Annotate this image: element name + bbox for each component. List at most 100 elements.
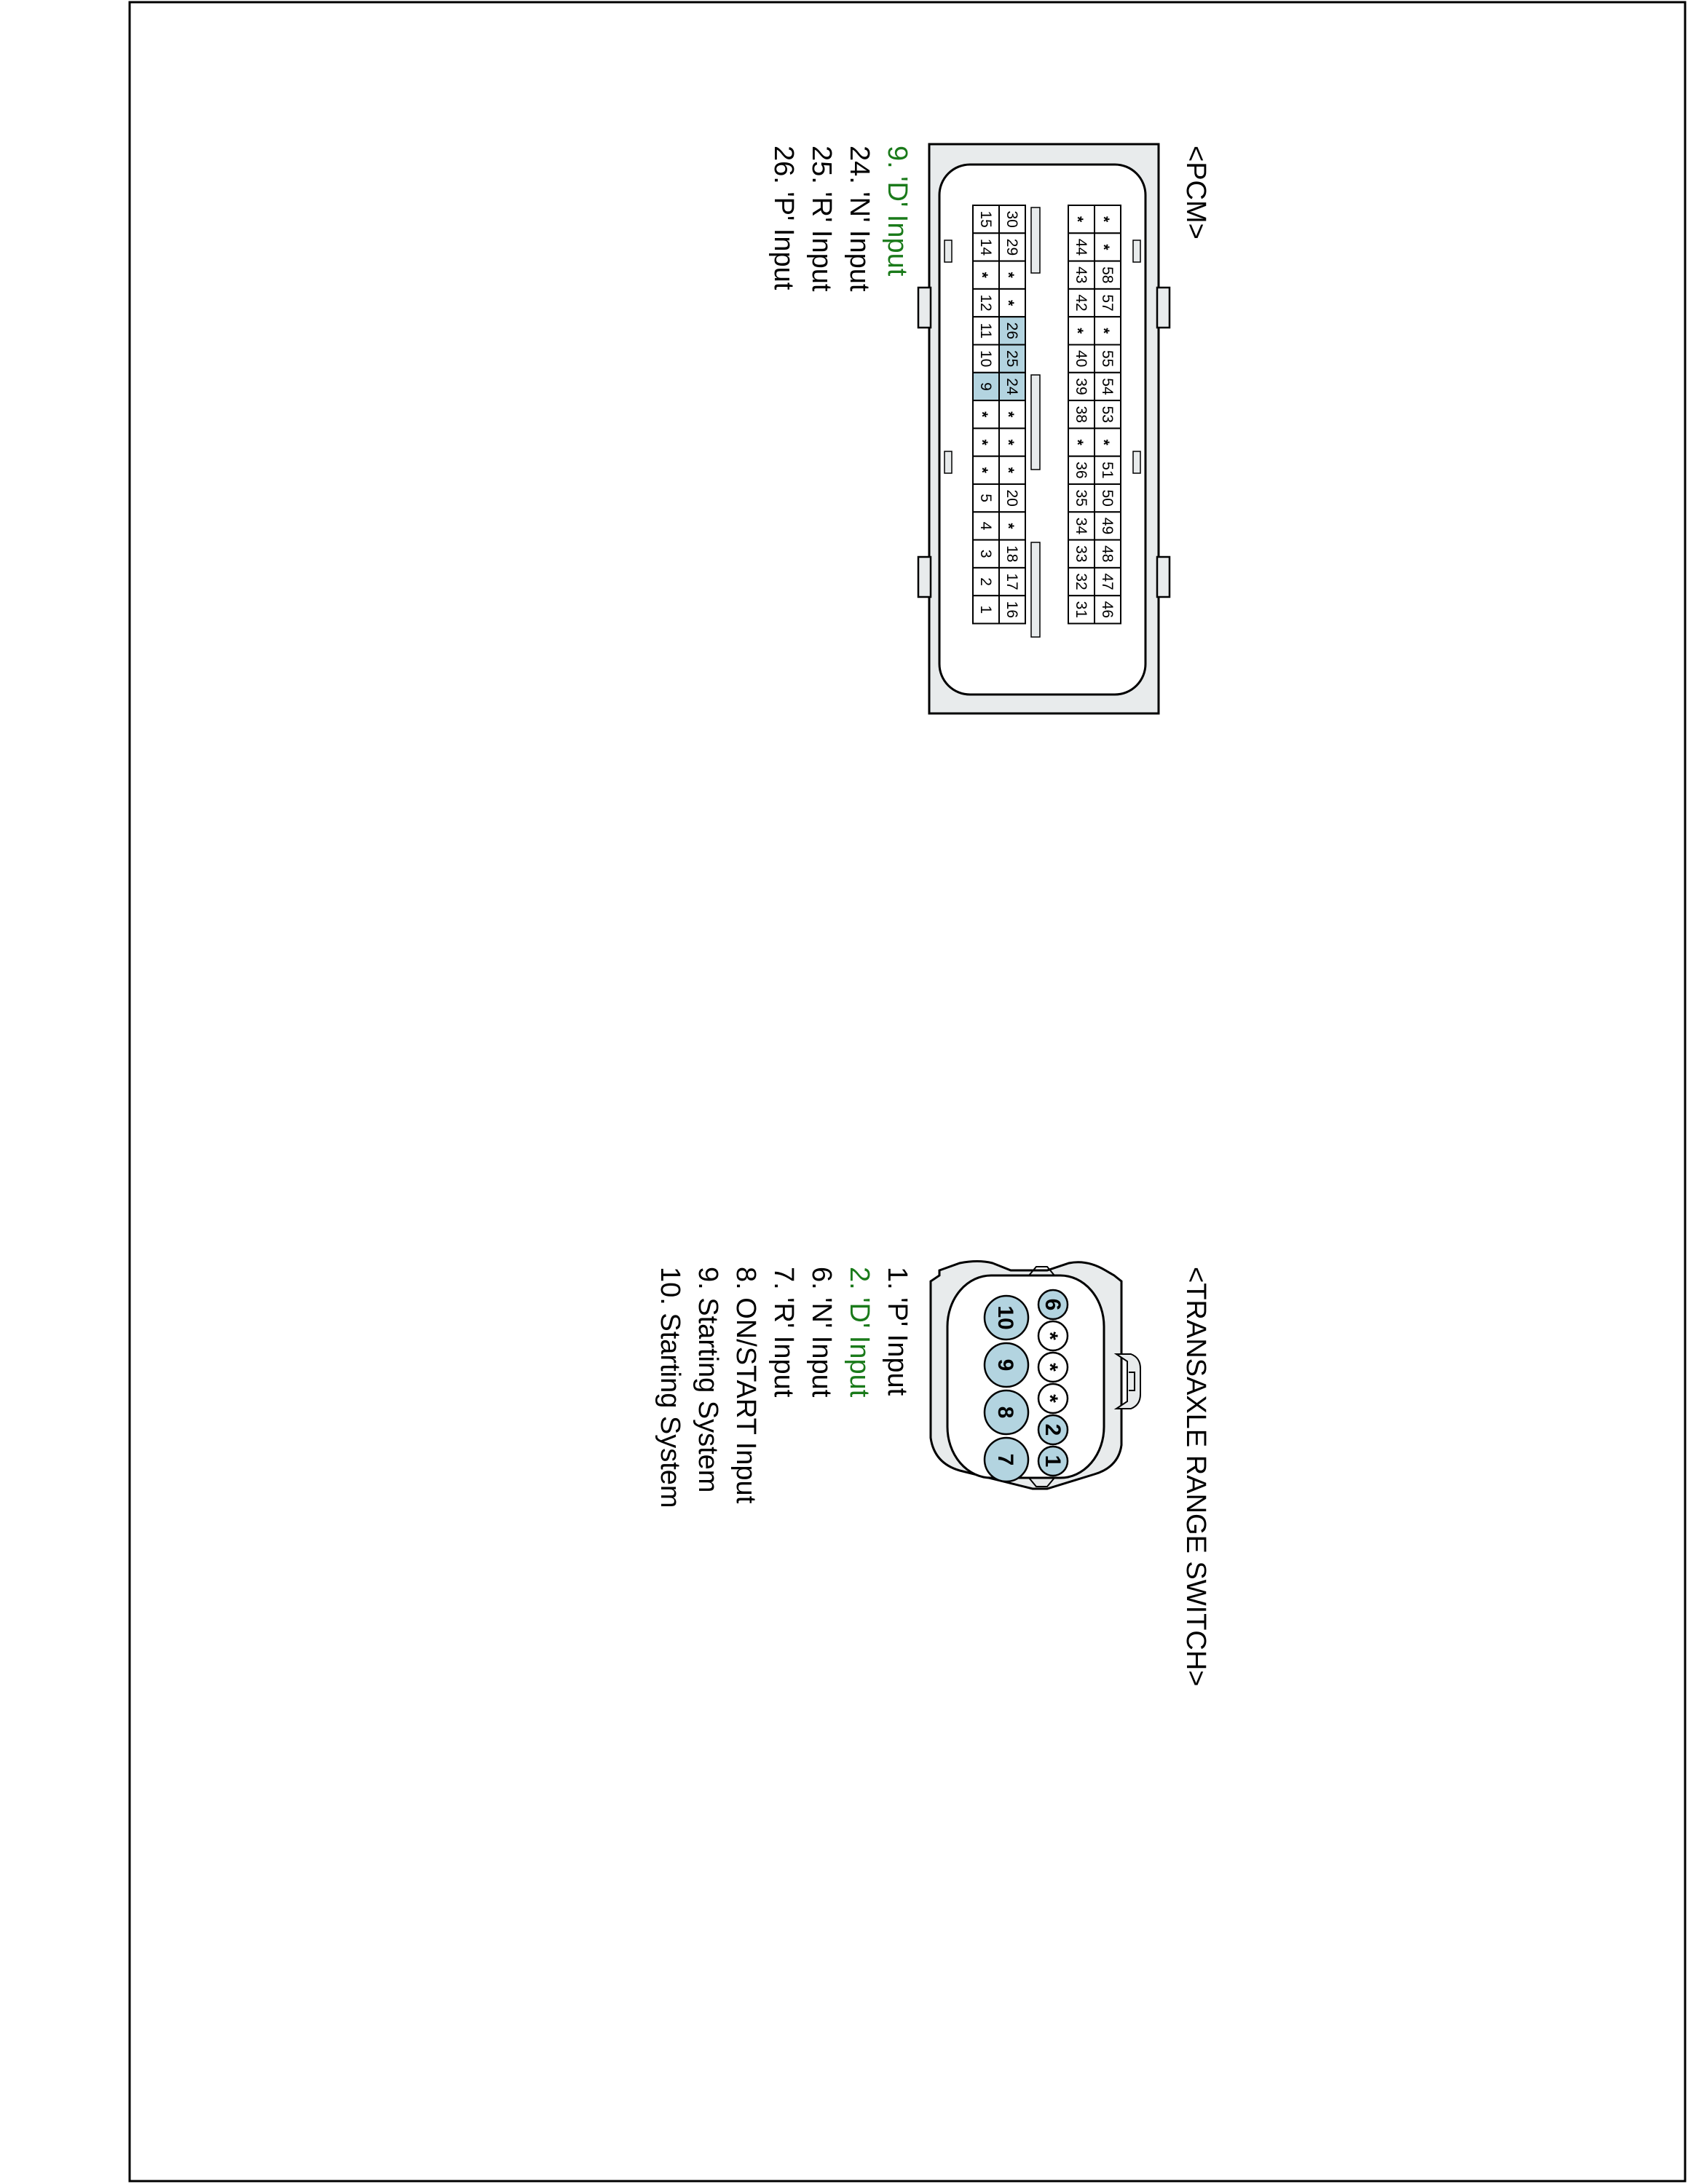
pcm-pin-label: 47 [1099, 573, 1116, 590]
pcm-pin-label: * [1000, 272, 1017, 279]
pcm-pin-label: 29 [1003, 239, 1020, 256]
pcm-pin-cell [1068, 595, 1095, 625]
pcm-pin-cell [972, 595, 1000, 625]
pcm-pin-label: 24 [1003, 378, 1020, 395]
pcm-pin-label: * [1095, 328, 1112, 334]
pcm-pin-label: 1 [977, 606, 994, 614]
pcm-pin-label: * [1069, 328, 1086, 334]
range-switch-title: <TRANSAXLE RANGE SWITCH> [1180, 1267, 1211, 1686]
pcm-pin-label: 30 [1003, 210, 1020, 227]
switch-pin-label: 9 [993, 1359, 1017, 1372]
pcm-pin-label: 16 [1003, 601, 1020, 618]
switch-pin [1037, 1289, 1069, 1321]
pcm-pin-label: 5 [977, 494, 994, 502]
pcm-legend-item: 26. 'P' Input [768, 146, 799, 290]
switch-legend-item: 6. 'N' Input [806, 1267, 837, 1398]
pcm-pin-label: 11 [977, 323, 994, 339]
switch-legend-item: 8. ON/START Input [730, 1267, 761, 1504]
pcm-pin-label: 40 [1073, 350, 1089, 367]
switch-pin [1037, 1382, 1069, 1415]
pcm-pin-label: 36 [1073, 462, 1089, 478]
pcm-pin-label: 57 [1099, 294, 1116, 311]
pcm-pin-label: 2 [977, 577, 994, 586]
switch-pin [983, 1294, 1030, 1341]
switch-pin [983, 1342, 1030, 1388]
switch-pin [983, 1436, 1030, 1483]
pcm-pin-label: * [1000, 439, 1017, 446]
pcm-pin-label: * [974, 467, 990, 474]
switch-legend-item: 7. 'R' Input [768, 1267, 799, 1398]
switch-pin-label: 6 [1041, 1299, 1065, 1311]
pcm-pin-label: 18 [1003, 545, 1020, 562]
switch-legend-item: 10. Starting System [655, 1267, 685, 1508]
pcm-pin-label: 32 [1073, 573, 1089, 590]
switch-pin [983, 1389, 1030, 1436]
switch-pin [1037, 1414, 1069, 1446]
switch-pin-label: 1 [1041, 1455, 1065, 1468]
pcm-pin-label: 20 [1003, 489, 1020, 506]
pcm-pin-label: * [974, 439, 990, 446]
pcm-connector: **5857*555453*515049484746*444342*403938… [917, 143, 1171, 715]
switch-legend-item: 9. Starting System [693, 1267, 723, 1492]
pcm-pin-label: * [1000, 467, 1017, 474]
switch-pin [1037, 1445, 1069, 1477]
pcm-pin-label: 12 [977, 294, 994, 311]
pcm-pin-label: 35 [1073, 489, 1089, 506]
switch-legend-item: 2. 'D' Input [844, 1267, 875, 1398]
pcm-pin-label: 43 [1073, 266, 1089, 283]
pcm-pin-label: 17 [1003, 573, 1020, 590]
pcm-pin-label: * [974, 272, 990, 279]
pcm-pin-label: 14 [977, 239, 994, 256]
pcm-pin-label: 26 [1003, 323, 1020, 339]
pcm-pin-label: 44 [1073, 239, 1089, 256]
pcm-pin-label: * [1069, 439, 1086, 446]
pcm-pin-label: 51 [1099, 462, 1116, 478]
switch-legend-item: 1. 'P' Input [882, 1267, 912, 1396]
pcm-pin-label: 49 [1099, 518, 1116, 534]
switch-pin-label: 7 [993, 1454, 1017, 1466]
pcm-title: <PCM> [1180, 146, 1211, 240]
switch-pin [1037, 1320, 1069, 1352]
pcm-pin-label: 39 [1073, 378, 1089, 395]
pcm-pin-label: * [1095, 439, 1112, 446]
pcm-pin-label: 38 [1073, 406, 1089, 423]
pcm-legend-item: 25. 'R' Input [806, 146, 837, 292]
pcm-legend-item: 9. 'D' Input [882, 146, 912, 277]
pcm-pin-label: 33 [1073, 545, 1089, 562]
pcm-pin-label: 25 [1003, 350, 1020, 367]
pcm-pin-label: 48 [1099, 545, 1116, 562]
pcm-pin-label: 15 [977, 210, 994, 227]
switch-pin [1037, 1351, 1069, 1383]
pcm-pin-label: * [1000, 411, 1017, 418]
pcm-pin-label: * [1095, 244, 1112, 250]
switch-pin-label: 10 [993, 1305, 1017, 1329]
pcm-pin-label: 34 [1073, 518, 1089, 535]
pcm-pin-label: * [1000, 300, 1017, 306]
pcm-legend-item: 24. 'N' Input [844, 146, 875, 292]
pcm-pin-label: 9 [977, 382, 994, 391]
pcm-pin-label: * [1069, 216, 1086, 223]
pcm-pin-label: 55 [1099, 350, 1116, 367]
pcm-pin-label: 31 [1073, 601, 1089, 618]
pcm-pin-label: 58 [1099, 266, 1116, 283]
switch-pin-label: * [1038, 1332, 1062, 1340]
switch-pin-label: * [1038, 1363, 1062, 1372]
pcm-pin-label: 50 [1099, 489, 1116, 506]
pcm-pin-label: 53 [1099, 406, 1116, 423]
pcm-pin-label: * [1095, 216, 1112, 223]
pcm-pin-label: 3 [977, 550, 994, 558]
switch-pin-label: 2 [1041, 1424, 1065, 1436]
pcm-pin-label: 4 [977, 522, 994, 531]
pcm-pin-label: * [974, 411, 990, 418]
page-border [128, 1, 1687, 2183]
pcm-pin-grid: **5857*555453*515049484746*444342*403938… [972, 205, 1121, 625]
pcm-pin-label: 54 [1099, 378, 1116, 395]
pcm-pin-label: * [1000, 523, 1017, 529]
pcm-pin-label: 46 [1099, 601, 1116, 618]
